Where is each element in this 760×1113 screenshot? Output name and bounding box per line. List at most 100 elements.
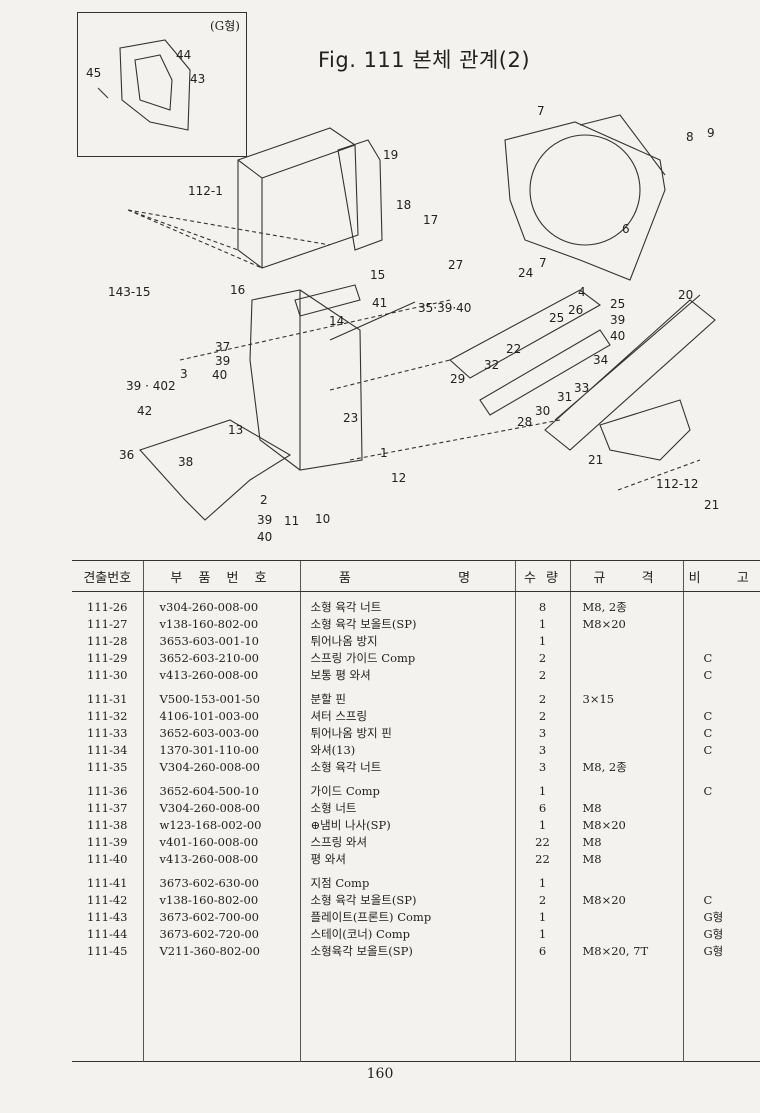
- callout-36: 36: [119, 448, 135, 462]
- row-index: 111-28: [87, 634, 128, 648]
- callout-4: 4: [578, 285, 586, 299]
- row-note: C: [682, 667, 760, 684]
- row-index: 111-44: [87, 927, 128, 941]
- spacer-cell: [682, 684, 760, 691]
- row-index: 111-33: [87, 726, 128, 740]
- rail-assembly-20: [544, 294, 716, 451]
- row-part-name: 소형육각 보올트(SP): [299, 943, 515, 960]
- spacer-cell: [299, 868, 515, 875]
- callout-31: 31: [557, 390, 573, 404]
- row-index: 111-32: [87, 709, 128, 723]
- row-spec: [569, 725, 683, 742]
- callout-25b: 25: [549, 311, 565, 325]
- callout-112-12: 112-12: [656, 477, 699, 491]
- row-note: [682, 817, 760, 834]
- row-index: 111-31: [87, 692, 128, 706]
- row-index: 111-45: [87, 944, 128, 958]
- inset-label: (G형): [210, 19, 240, 33]
- row-index: 111-27: [87, 617, 128, 631]
- row-quantity: 2: [514, 708, 570, 725]
- row-spec: [569, 875, 683, 892]
- spacer-cell: [72, 776, 143, 783]
- callout-35-39-40: 35·39·40: [418, 301, 472, 315]
- row-part-number: v413-260-008-00: [142, 667, 300, 684]
- row-note: C: [682, 742, 760, 759]
- callout-29: 29: [450, 372, 466, 386]
- row-part-number: v138-160-802-00: [142, 892, 300, 909]
- row-note: C: [682, 783, 760, 800]
- row-part-number: V304-260-008-00: [142, 759, 300, 776]
- row-note: [682, 800, 760, 817]
- spacer-cell: [299, 776, 515, 783]
- callout-41: 41: [372, 296, 388, 310]
- row-part-name: 지점 Comp: [299, 875, 515, 892]
- row-spec: [569, 667, 683, 684]
- row-index: 111-38: [87, 818, 128, 832]
- row-quantity: 1: [514, 926, 570, 943]
- row-part-name: 가이드 Comp: [299, 783, 515, 800]
- row-spec: M8×20: [569, 817, 683, 834]
- callout-20: 20: [678, 288, 694, 302]
- page-number: 160: [366, 1066, 394, 1082]
- lower-guide-112-12: [599, 399, 691, 461]
- callout-9: 9: [707, 126, 715, 140]
- row-part-number: 3653-603-001-10: [142, 633, 300, 650]
- header-quantity: 수 량: [514, 560, 570, 592]
- row-note: [682, 599, 760, 616]
- row-part-name: 플레이트(프론트) Comp: [299, 909, 515, 926]
- row-spec: M8: [569, 800, 683, 817]
- row-spec: M8: [569, 851, 683, 868]
- inset-plate-part: [119, 39, 191, 131]
- spacer-cell: [682, 868, 760, 875]
- row-part-name: 튀어나옴 방지 핀: [299, 725, 515, 742]
- callout-12: 12: [391, 471, 407, 485]
- row-part-number: V500-153-001-50: [142, 691, 300, 708]
- spacer-cell: [72, 684, 143, 691]
- header-index: 견출번호: [72, 560, 143, 592]
- row-note: G형: [682, 909, 760, 926]
- callout-28: 28: [517, 415, 533, 429]
- figure-title: Fig. 111 본체 관계(2): [318, 48, 531, 72]
- spacer-cell: [569, 684, 683, 691]
- callout-39b: 39: [215, 354, 231, 368]
- row-part-name: 소형 육각 너트: [299, 599, 515, 616]
- callout-34: 34: [593, 353, 609, 367]
- callout-17: 17: [423, 213, 439, 227]
- row-index: 111-26: [87, 600, 128, 614]
- callout-38: 38: [178, 455, 194, 469]
- row-spec: [569, 650, 683, 667]
- group-spacer: [72, 591, 760, 599]
- row-quantity: 1: [514, 633, 570, 650]
- row-quantity: 2: [514, 892, 570, 909]
- callout-21b: 21: [704, 498, 720, 512]
- row-part-number: 3673-602-630-00: [142, 875, 300, 892]
- row-quantity: 1: [514, 875, 570, 892]
- callout-8: 8: [686, 130, 694, 144]
- row-note: [682, 875, 760, 892]
- row-part-number: v413-260-008-00: [142, 851, 300, 868]
- rod-part-41: [329, 301, 416, 341]
- rail-assembly-22-34: [449, 289, 602, 379]
- callout-16: 16: [230, 283, 246, 297]
- callout-45: 45: [86, 66, 102, 80]
- row-part-number: 1370-301-110-00: [142, 742, 300, 759]
- row-part-name: 튀어나옴 방지: [299, 633, 515, 650]
- row-part-name: 스프링 가이드 Comp: [299, 650, 515, 667]
- row-part-number: 3652-604-500-10: [142, 783, 300, 800]
- row-spec: 3×15: [569, 691, 683, 708]
- row-quantity: 1: [514, 616, 570, 633]
- row-spec: M8, 2종: [569, 599, 683, 616]
- callout-33: 33: [574, 381, 590, 395]
- row-index: 111-34: [87, 743, 128, 757]
